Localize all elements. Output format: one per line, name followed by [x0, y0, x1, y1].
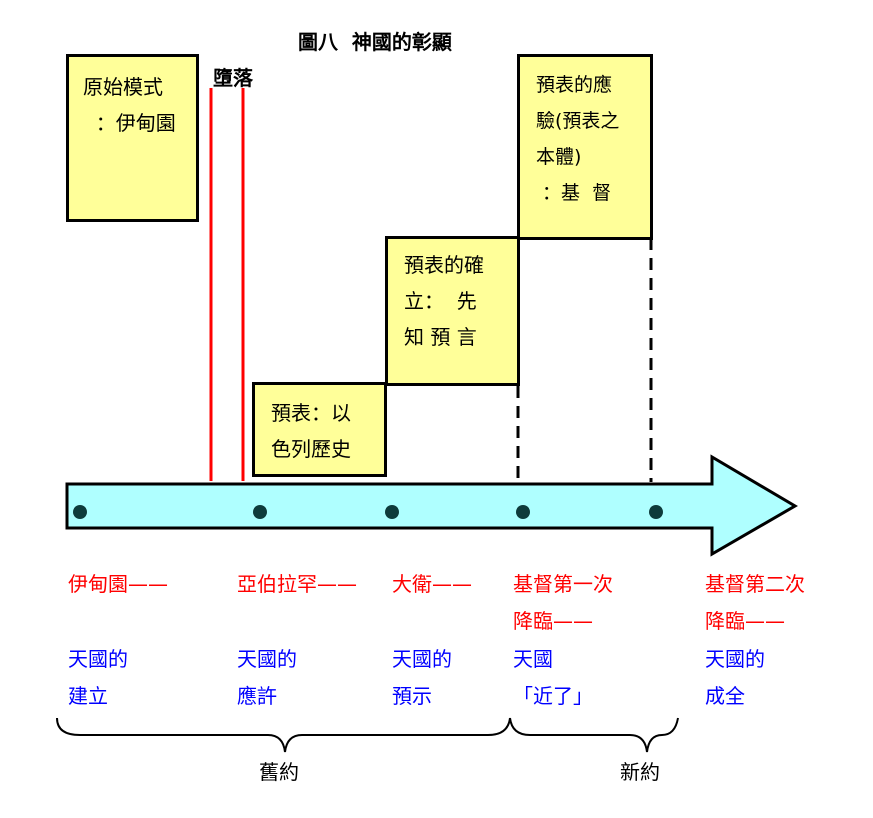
- meaning-line: 天國的: [392, 647, 452, 671]
- stage-meaning-abraham: 天國的應許: [237, 641, 297, 715]
- stage-event-abraham: 亞伯拉罕——: [237, 572, 357, 596]
- box-fulfillment-christ: 預表的應驗(預表之本體) ：基 督: [517, 54, 653, 240]
- box-line: ：伊甸園: [83, 111, 176, 135]
- box-original-pattern: 原始模式 ：伊甸園: [66, 54, 199, 222]
- box-line: 預表的確: [404, 253, 484, 277]
- timeline-dot: [73, 505, 87, 519]
- event-line: 降臨——: [513, 609, 593, 633]
- diagram-title: 圖八 神國的彰顯: [298, 30, 452, 54]
- new-testament-brace: [509, 717, 679, 753]
- meaning-line: 成全: [705, 684, 745, 708]
- stage-event-eden: 伊甸園——: [68, 572, 168, 596]
- timeline-dot: [649, 505, 663, 519]
- meaning-line: 預示: [392, 684, 432, 708]
- meaning-line: 應許: [237, 684, 277, 708]
- box-line: 驗(預表之: [536, 110, 620, 132]
- stage-event-david: 大衛——: [392, 572, 472, 596]
- old-testament-brace: [56, 717, 511, 753]
- box-line: 立： 先: [404, 289, 477, 313]
- box-line: ：基 督: [536, 182, 612, 204]
- timeline-dot: [253, 505, 267, 519]
- box-type-prophets: 預表的確立： 先知 預 言: [385, 236, 520, 386]
- meaning-line: 天國的: [68, 647, 128, 671]
- meaning-line: 天國的: [705, 647, 765, 671]
- stage-meaning-eden: 天國的建立: [68, 641, 128, 715]
- stage-meaning-first-coming: 天國「近了」: [513, 641, 593, 715]
- stage-meaning-david: 天國的預示: [392, 641, 452, 715]
- meaning-line: 建立: [68, 684, 108, 708]
- meaning-line: 天國: [513, 647, 553, 671]
- box-line: 本體): [536, 146, 582, 168]
- event-line: 基督第一次: [513, 572, 613, 596]
- stage-event-second-coming: 基督第二次降臨——: [705, 566, 805, 640]
- meaning-line: 「近了」: [513, 684, 593, 708]
- timeline-dot: [385, 505, 399, 519]
- old-testament-label: 舊約: [259, 760, 299, 784]
- box-type-israel: 預表：以色列歷史: [252, 382, 387, 477]
- timeline-arrow: [65, 454, 798, 557]
- event-line: 降臨——: [705, 609, 785, 633]
- stage-meaning-second-coming: 天國的成全: [705, 641, 765, 715]
- meaning-line: 天國的: [237, 647, 297, 671]
- event-line: 基督第二次: [705, 572, 805, 596]
- box-line: 預表：以: [271, 401, 351, 425]
- box-line: 原始模式: [83, 75, 163, 99]
- fall-label: 墮落: [213, 66, 253, 90]
- stage-event-first-coming: 基督第一次降臨——: [513, 566, 613, 640]
- box-line: 知 預 言: [404, 325, 477, 349]
- timeline-dot: [516, 505, 530, 519]
- box-line: 預表的應: [536, 74, 613, 96]
- new-testament-label: 新約: [620, 760, 660, 784]
- box-line: 色列歷史: [271, 437, 351, 461]
